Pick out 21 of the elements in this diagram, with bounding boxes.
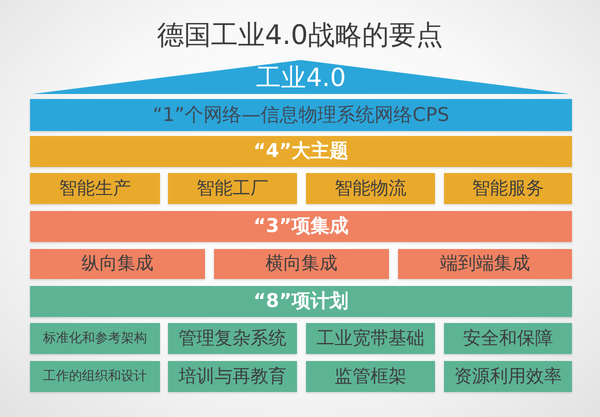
diagram-title: 德国工业4.0战略的要点 — [156, 22, 444, 49]
plan-tile: 监管框架 — [306, 361, 435, 392]
topic-tile: 智能生产 — [30, 173, 160, 204]
section-banner: “3”项集成 — [30, 211, 572, 242]
integration-tile: 纵向集成 — [30, 249, 205, 279]
section-banner: “8”项计划 — [30, 286, 572, 317]
topic-tile: 智能物流 — [306, 173, 435, 204]
roof-label: 工业4.0 — [256, 65, 346, 90]
plan-tile: 资源利用效率 — [444, 361, 572, 392]
topic-tile: 智能服务 — [444, 173, 572, 204]
topic-tile: 智能工厂 — [168, 173, 297, 204]
integration-tile: 横向集成 — [214, 249, 389, 279]
plan-tile: 工业宽带基础 — [306, 323, 435, 354]
section-banner: “4”大主题 — [30, 136, 572, 167]
plan-tile: 工作的组织和设计 — [30, 361, 160, 392]
section-banner: “1”个网络—信息物理系统网络CPS — [30, 99, 572, 131]
plan-tile: 标准化和参考架构 — [30, 323, 160, 354]
plan-tile: 培训与再教育 — [168, 361, 297, 392]
integration-tile: 端到端集成 — [398, 249, 572, 279]
plan-tile: 管理复杂系统 — [168, 323, 297, 354]
plan-tile: 安全和保障 — [444, 323, 572, 354]
